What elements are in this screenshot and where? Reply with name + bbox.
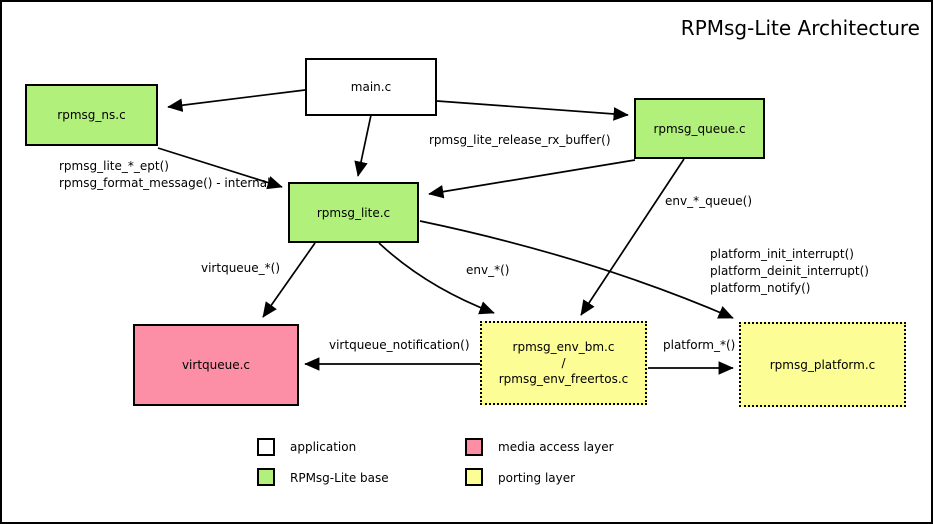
legend-label-rpmsg-lite-base: RPMsg-Lite base: [290, 471, 389, 485]
edge-label-platform-notify: platform_notify(): [710, 281, 811, 295]
legend-swatch-media-access-layer: [465, 438, 483, 456]
legend-label-media-access-layer: media access layer: [498, 440, 614, 454]
node-rpmsg-queue: rpmsg_queue.c: [634, 98, 765, 159]
legend-swatch-application: [257, 438, 275, 456]
node-rpmsg-env-line2: /: [561, 356, 566, 370]
edge-lite-to-virtqueue: [262, 242, 316, 318]
edge-queue-to-lite: [428, 159, 636, 199]
edge-label-platform-functions: platform_init_interrupt() platform_deini…: [710, 246, 869, 297]
node-rpmsg-platform: rpmsg_platform.c: [739, 322, 906, 407]
edge-label-virtqueue-star: virtqueue_*(): [201, 261, 281, 275]
edge-label-env-queue: env_*_queue(): [665, 194, 753, 208]
edge-main-to-ns: [167, 89, 306, 112]
node-main: main.c: [305, 58, 437, 116]
node-virtqueue-label: virtqueue.c: [181, 358, 251, 372]
edge-main-to-lite: [354, 114, 372, 177]
edge-label-ept-line2: rpmsg_format_message() - internal: [59, 176, 271, 190]
node-rpmsg-env: rpmsg_env_bm.c / rpmsg_env_freertos.c: [480, 321, 647, 405]
node-rpmsg-platform-label: rpmsg_platform.c: [769, 357, 876, 372]
edge-queue-to-env: [580, 158, 685, 316]
node-main-label: main.c: [350, 80, 392, 94]
edge-label-env-star: env_*(): [466, 263, 510, 277]
legend-swatch-rpmsg-lite-base: [257, 468, 275, 486]
edge-label-virtqueue-notification: virtqueue_notification(): [329, 338, 470, 352]
legend-swatch-porting-layer: [465, 468, 483, 486]
edge-main-to-queue: [436, 100, 629, 121]
edge-label-ept-line1: rpmsg_lite_*_ept(): [59, 159, 169, 173]
legend-label-application: application: [290, 440, 357, 454]
edge-label-ept: rpmsg_lite_*_ept() rpmsg_format_message(…: [59, 158, 270, 192]
node-rpmsg-ns-label: rpmsg_ns.c: [57, 108, 126, 122]
node-rpmsg-lite-label: rpmsg_lite.c: [316, 205, 391, 220]
node-rpmsg-lite: rpmsg_lite.c: [288, 182, 419, 243]
node-virtqueue: virtqueue.c: [133, 324, 299, 406]
node-rpmsg-env-line1: rpmsg_env_bm.c: [512, 340, 615, 354]
edge-label-platform-star: platform_*(): [663, 338, 736, 352]
node-rpmsg-ns: rpmsg_ns.c: [25, 84, 158, 146]
edge-label-platform-init: platform_init_interrupt(): [710, 247, 854, 261]
node-rpmsg-env-line3: rpmsg_env_freertos.c: [498, 372, 629, 386]
node-rpmsg-queue-label: rpmsg_queue.c: [653, 121, 746, 136]
legend-label-porting-layer: porting layer: [498, 471, 576, 485]
diagram-title: RPMsg-Lite Architecture: [680, 16, 920, 40]
edge-label-release-rx: rpmsg_lite_release_rx_buffer(): [429, 133, 611, 147]
edge-label-platform-deinit: platform_deinit_interrupt(): [710, 264, 869, 278]
